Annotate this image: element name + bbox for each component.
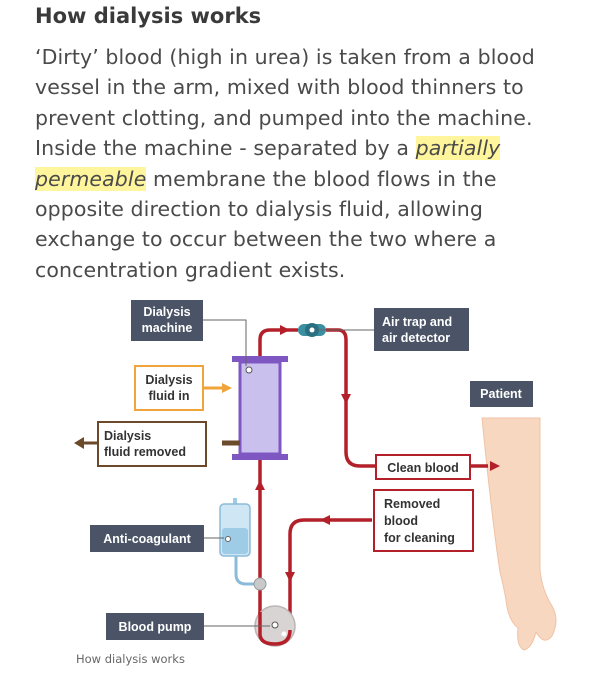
label-patient-text: Patient xyxy=(480,387,523,401)
dialysis-machine xyxy=(232,356,288,460)
label-fluid-removed-line2: fluid removed xyxy=(104,445,186,459)
blood-flow-arrows xyxy=(255,325,500,582)
label-removed-blood-line2: blood xyxy=(384,514,418,528)
label-air-trap-line2: air detector xyxy=(382,331,450,345)
label-removed-blood-line1: Removed xyxy=(384,497,440,511)
patient-arm xyxy=(481,417,557,651)
label-blood-pump-text: Blood pump xyxy=(119,620,192,634)
label-patient: Patient xyxy=(470,381,533,407)
description-text-2: membrane the blood flows in the opposite… xyxy=(35,166,497,282)
label-air-trap: Air trap and air detector xyxy=(374,308,469,351)
label-connectors xyxy=(198,319,374,627)
dialysis-diagram: Dialysis machine Air trap and air detect… xyxy=(74,300,557,651)
connector-icon xyxy=(253,577,267,591)
figure-caption: How dialysis works xyxy=(76,652,185,666)
label-removed-blood: Removed blood for cleaning xyxy=(373,489,474,552)
label-anticoagulant: Anti-coagulant xyxy=(90,525,204,552)
label-fluid-in-line1: Dialysis xyxy=(145,373,192,387)
label-dialysis-machine-line2: machine xyxy=(142,321,193,335)
label-air-trap-line1: Air trap and xyxy=(382,315,452,329)
label-fluid-removed: Dialysis fluid removed xyxy=(97,421,207,467)
anticoagulant-bag xyxy=(219,498,254,586)
label-fluid-removed-line1: Dialysis xyxy=(104,429,151,443)
label-clean-blood: Clean blood xyxy=(375,454,471,480)
page-title: How dialysis works xyxy=(35,4,262,28)
fluid-in-arrow xyxy=(222,383,232,393)
description-text-1: ‘Dirty’ blood (high in urea) is taken fr… xyxy=(35,45,535,161)
label-removed-blood-line3: for cleaning xyxy=(384,531,455,545)
label-clean-blood-text: Clean blood xyxy=(387,461,459,475)
label-anticoagulant-text: Anti-coagulant xyxy=(103,532,191,546)
description-paragraph: ‘Dirty’ blood (high in urea) is taken fr… xyxy=(35,42,580,285)
blood-tubes xyxy=(258,328,488,636)
air-trap xyxy=(298,323,326,337)
label-fluid-in-line2: fluid in xyxy=(149,389,190,403)
fluid-out-arrow xyxy=(74,437,84,449)
label-dialysis-machine: Dialysis machine xyxy=(131,300,203,341)
label-blood-pump: Blood pump xyxy=(106,613,204,640)
label-dialysis-machine-line1: Dialysis xyxy=(143,305,190,319)
label-fluid-in: Dialysis fluid in xyxy=(134,365,204,411)
